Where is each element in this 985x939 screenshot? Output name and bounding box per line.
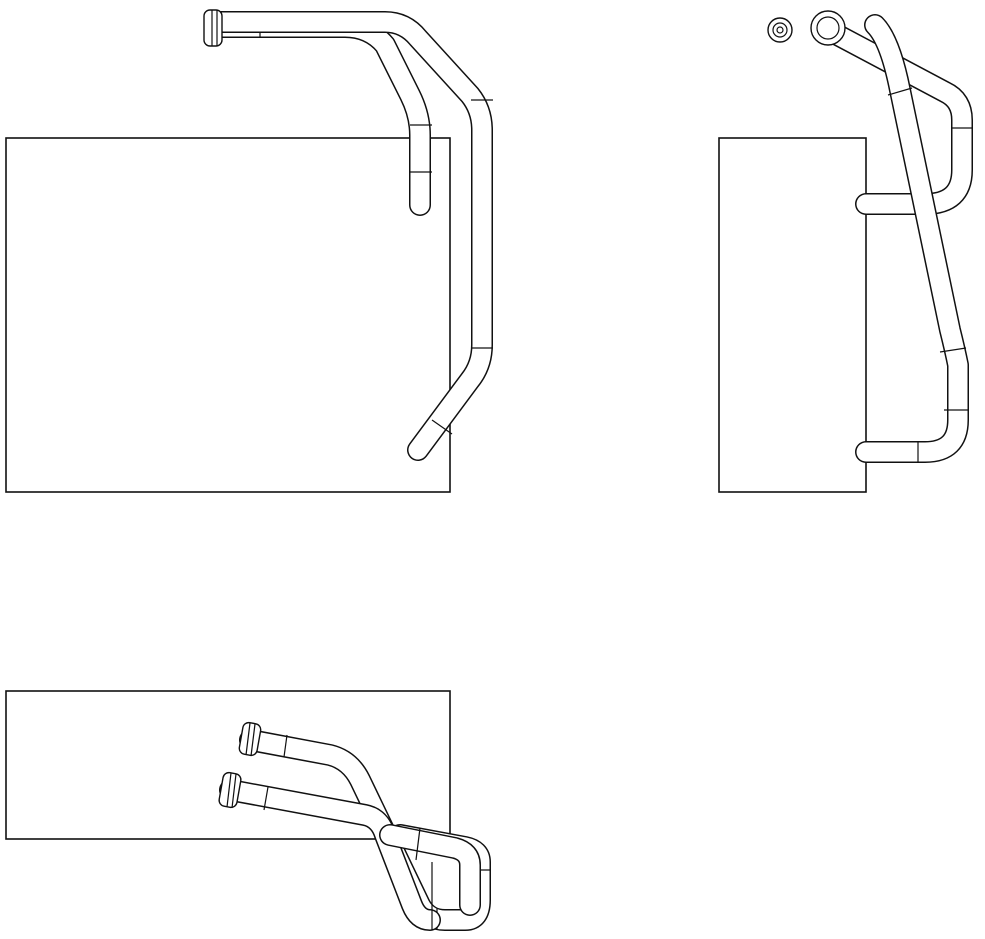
side-view-outlet-pipe: [855, 14, 969, 463]
front-view-fitting: [203, 9, 223, 47]
front-view: [5, 9, 493, 493]
side-view: [718, 10, 973, 493]
front-view-outlet-pipe: [209, 11, 493, 461]
top-view-fittings: [218, 721, 262, 809]
top-view-core-body: [5, 690, 451, 840]
side-view-fittings: [767, 10, 846, 46]
top-view: [5, 690, 491, 931]
front-view-inlet-pipe: [209, 16, 432, 216]
top-view-outlet-pipe: [219, 779, 481, 931]
side-view-core-body: [718, 137, 867, 493]
top-view-inlet-pipe: [239, 729, 491, 931]
front-view-core-body: [5, 137, 451, 493]
